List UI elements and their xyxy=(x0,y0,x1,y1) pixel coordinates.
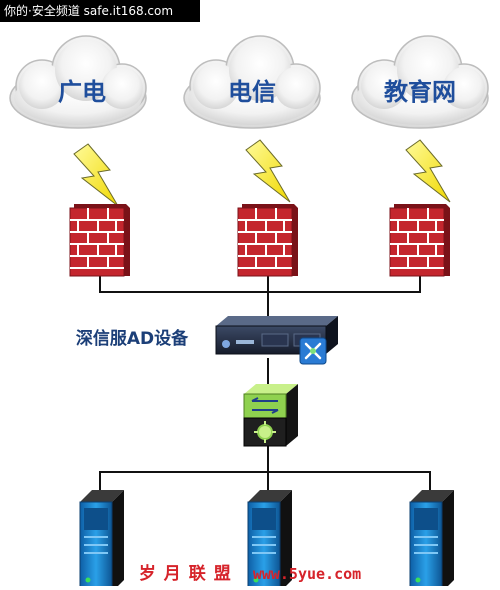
lightning-icon xyxy=(73,143,119,207)
firewall-icon xyxy=(69,203,131,277)
firewall-icon xyxy=(389,203,451,277)
firewall-icon xyxy=(237,203,299,277)
cloud-label-dianxin: 电信 xyxy=(228,78,276,106)
watermark-bottom-cn: 岁月联盟 xyxy=(138,564,239,584)
switch-icon xyxy=(243,384,298,447)
lightning-icon xyxy=(405,139,451,203)
connection-lines xyxy=(99,272,431,490)
watermark-bottom: 岁月联盟 www.5yue.com xyxy=(0,562,500,586)
cloud-label-jiaoyuwang: 教育网 xyxy=(384,78,456,106)
lightning-icon xyxy=(245,139,291,203)
device-label: 深信服AD设备 xyxy=(75,329,189,349)
cloud-label-guangdian: 广电 xyxy=(58,78,106,106)
watermark-bottom-url: www.5yue.com xyxy=(252,565,362,583)
appliance-icon xyxy=(215,316,338,365)
watermark-top: 你的·安全频道 safe.it168.com xyxy=(0,0,200,22)
